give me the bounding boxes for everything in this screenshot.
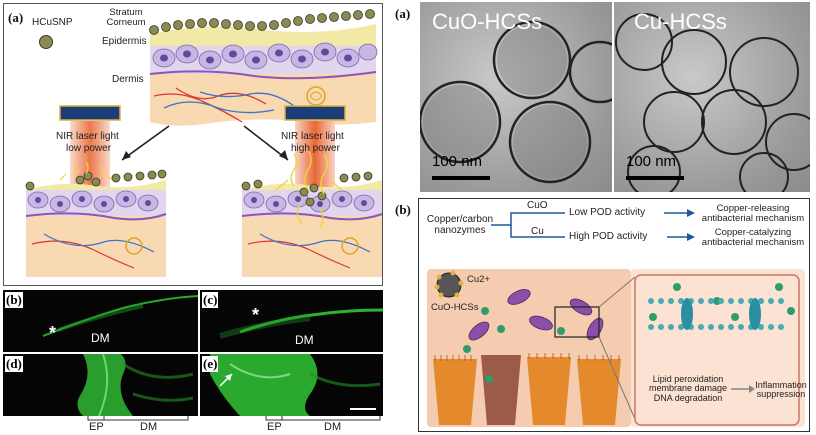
scale-label-cu: 100 nm <box>626 153 677 170</box>
micrograph-b: (b) * DM <box>3 290 198 352</box>
panel-label-b: (b) <box>5 292 23 308</box>
label-cuo-branch: CuO <box>527 200 548 211</box>
mechanism-panel: Copper/carbon nanozymes CuO Cu Low POD a… <box>418 198 810 432</box>
panel-label-c: (c) <box>202 292 219 308</box>
label-copper-carbon-nanozymes: Copper/carbon nanozymes <box>426 214 494 236</box>
bacteria <box>468 289 604 341</box>
copper-ions <box>463 283 795 383</box>
zoom-box <box>554 306 600 338</box>
star-marker-b: * <box>49 323 57 343</box>
title-cu-hcss: Cu-HCSs <box>634 9 727 34</box>
label-dm-d: DM <box>140 421 158 433</box>
skin-diagram-high <box>241 149 383 277</box>
panel-label-e: (e) <box>202 356 219 372</box>
label-dermis: Dermis <box>112 74 144 85</box>
label-dm-c: DM <box>295 333 314 347</box>
micrograph-d: (d) <box>3 354 198 416</box>
label-dm-e: DM <box>324 421 342 433</box>
intestinal-villi <box>433 353 621 425</box>
hcusnp-legend-icon <box>39 35 53 49</box>
label-ep-e: EP <box>267 421 282 433</box>
stratum-corneum <box>150 24 376 46</box>
panel-label-left-a: (a) <box>8 10 24 25</box>
label-copper-releasing: Copper-releasing antibacterial mechanism <box>701 203 805 224</box>
label-inflammation-suppression: Inflammation suppression <box>755 380 807 400</box>
label-high-power-line1: NIR laser light <box>281 131 344 142</box>
panel-label-d: (d) <box>5 356 23 372</box>
title-cuo-hcss: CuO-HCSs <box>432 9 543 34</box>
star-marker-c: * <box>252 305 260 325</box>
mechanism-diagram <box>427 209 805 427</box>
lipid-membrane <box>648 298 784 330</box>
label-epidermis: Epidermis <box>102 36 147 47</box>
scale-label-cuo: 100 nm <box>432 153 483 170</box>
left-schematic-panel: (a) HCuSNP Stratum Corneum Epidermis Der… <box>3 3 383 286</box>
hair-follicle-icon <box>306 86 326 106</box>
label-dm-b: DM <box>91 331 110 345</box>
skin-schematic <box>25 9 383 277</box>
label-low-power-line2: low power <box>66 143 112 154</box>
label-stratum-corneum: Stratum Corneum <box>106 7 146 28</box>
label-ep-d: EP <box>89 421 104 433</box>
panel-label-right-b: (b) <box>395 202 411 217</box>
panel-label-right-a: (a) <box>395 6 411 21</box>
label-cu-branch: Cu <box>531 226 544 237</box>
ep-dm-brackets <box>87 416 381 421</box>
label-high-pod-activity: High POD activity <box>569 231 648 242</box>
label-copper-catalyzing: Copper-catalyzing antibacterial mechanis… <box>701 227 805 248</box>
legend-hcusnp: HCuSNP <box>32 17 73 28</box>
label-cuo-hcss-particle: CuO-HCSs <box>431 302 479 313</box>
micrograph-e: (e) <box>200 354 383 416</box>
label-high-power-line2: high power <box>291 143 340 154</box>
tem-image-cu-hcss: Cu-HCSs 100 nm <box>614 2 810 192</box>
label-cu2plus: Cu2+ <box>467 274 490 285</box>
label-low-pod-activity: Low POD activity <box>569 207 646 218</box>
arrow-low-power <box>121 125 170 161</box>
label-low-power-line1: NIR laser light <box>56 131 119 142</box>
label-membrane-effects: Lipid peroxidation membrane damage DNA d… <box>648 374 728 403</box>
skin-diagram-low <box>25 161 167 277</box>
tem-image-cuo-hcss: CuO-HCSs 100 nm <box>420 2 612 192</box>
arrow-high-power <box>243 125 289 161</box>
micrograph-c: (c) * DM <box>200 290 383 352</box>
